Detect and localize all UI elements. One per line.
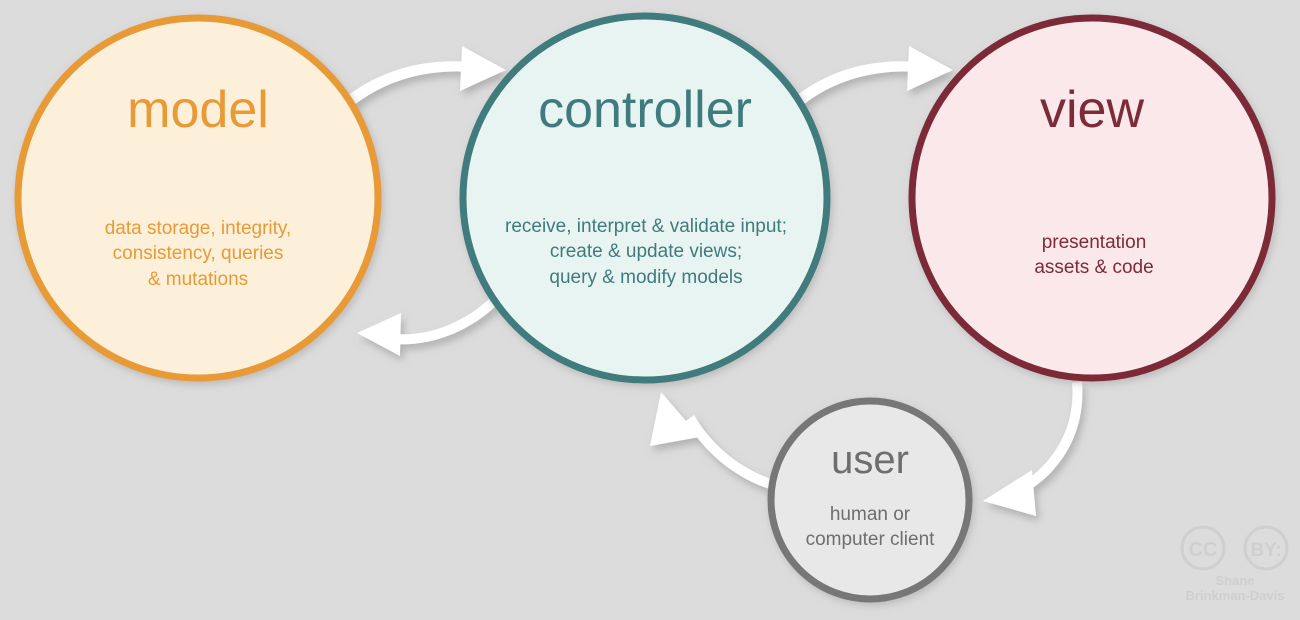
- node-circle-view: [908, 14, 1276, 382]
- author-attribution: Shane Brinkman-Davis: [1185, 573, 1285, 603]
- node-description-user: human or computer client: [805, 504, 935, 551]
- creative-commons-icon: [1180, 525, 1226, 571]
- node-circle-controller: [459, 12, 831, 384]
- node-description-view: presentation assets & code: [1034, 232, 1154, 279]
- node-circle-model: [14, 14, 382, 382]
- arrow-controller-to-view: [790, 46, 953, 110]
- arrow-controller-to-model: [357, 296, 499, 356]
- arrow-model-to-controller: [341, 46, 506, 110]
- node-description-controller: receive, interpret & validate input; cre…: [505, 216, 787, 288]
- cc-label: CC: [1189, 539, 1218, 561]
- arrow-view-to-user: [983, 382, 1083, 516]
- creative-commons-by-icon: [1243, 525, 1289, 571]
- node-circle-user: [767, 397, 973, 603]
- license-credit: CC BY: Shane Brinkman-Davis: [1176, 524, 1294, 610]
- node-description-model: data storage, integrity, consistency, qu…: [104, 218, 292, 290]
- by-label: BY:: [1250, 540, 1281, 561]
